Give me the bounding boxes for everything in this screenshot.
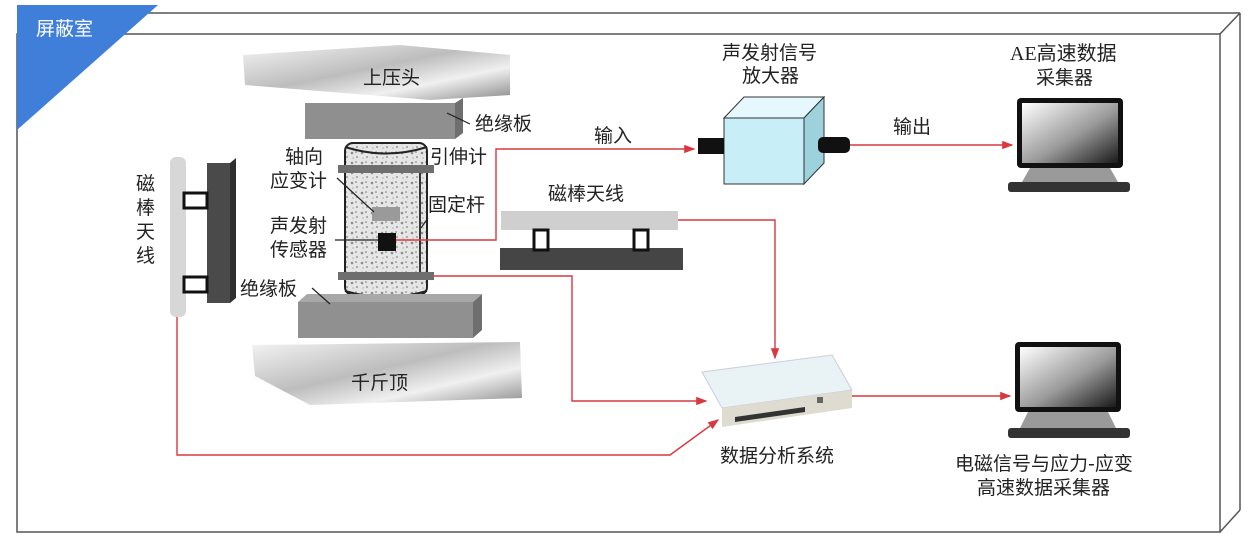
ae-daq-label-2: 采集器 xyxy=(1036,67,1093,89)
signal-wires xyxy=(176,140,1014,456)
extensometer-ring-bottom xyxy=(338,272,434,280)
bottom-insulation-plate: 绝缘板 xyxy=(240,278,482,338)
mag-antenna-left-label: 磁 棒 天 线 xyxy=(136,173,155,267)
mag-antenna-mid-label: 磁棒天线 xyxy=(548,183,624,205)
wire-left-antenna-to-analysis xyxy=(176,317,720,456)
top-insulation-plate: 绝缘板 xyxy=(305,98,532,139)
data-analysis-system: 数据分析系统 xyxy=(701,354,853,467)
em-daq-label-1: 电磁信号与应力-应变 xyxy=(955,453,1133,475)
ae-daq-label-1: AE高速数据 xyxy=(1010,42,1117,65)
mag-antenna-middle: 磁棒天线 xyxy=(500,183,683,270)
svg-text:线: 线 xyxy=(136,245,155,267)
wire-extensometer-to-analysis xyxy=(434,275,708,406)
amplifier-label-1: 声发射信号 xyxy=(722,42,817,64)
jack-label: 千斤顶 xyxy=(351,372,408,394)
ae-daq-laptop: AE高速数据 采集器 xyxy=(1008,42,1130,192)
ae-sensor-label-2: 传感器 xyxy=(270,239,327,261)
mag-antenna-left xyxy=(170,157,236,317)
insulation-bottom-label: 绝缘板 xyxy=(240,278,297,300)
svg-text:磁: 磁 xyxy=(136,173,155,195)
wire-mid-antenna-to-analysis xyxy=(678,219,780,360)
amplifier-input-port xyxy=(698,138,724,154)
amplifier-label-2: 放大器 xyxy=(742,65,799,87)
ae-amplifier: 声发射信号 放大器 xyxy=(698,42,850,186)
fixing-rod-label: 固定杆 xyxy=(428,194,485,216)
output-label: 输出 xyxy=(893,116,931,138)
extensometer-label: 引伸计 xyxy=(430,146,487,168)
svg-text:天: 天 xyxy=(136,221,155,243)
axial-strain-gauge-label-2: 应变计 xyxy=(270,170,327,192)
input-label: 输入 xyxy=(594,125,632,147)
shielded-room-label: 屏蔽室 xyxy=(36,18,93,40)
analysis-system-label: 数据分析系统 xyxy=(720,445,834,467)
upper-press-head: 上压头 xyxy=(243,45,510,100)
extensometer-ring-top xyxy=(338,165,434,173)
svg-text:棒: 棒 xyxy=(136,197,155,219)
shielded-room-tag: 屏蔽室 xyxy=(17,5,158,130)
em-daq-label-2: 高速数据采集器 xyxy=(977,477,1110,499)
axial-strain-gauge xyxy=(372,207,400,221)
em-daq-laptop: 电磁信号与应力-应变 高速数据采集器 xyxy=(955,342,1133,499)
upper-press-head-label: 上压头 xyxy=(363,67,420,89)
jack: 千斤顶 xyxy=(252,342,522,405)
amplifier-output-port xyxy=(818,137,850,153)
axial-strain-gauge-label-1: 轴向 xyxy=(285,146,323,168)
wire-ae-sensor-to-amplifier xyxy=(396,144,696,241)
insulation-top-label: 绝缘板 xyxy=(475,113,532,135)
ae-sensor xyxy=(378,233,396,251)
ae-sensor-label-1: 声发射 xyxy=(270,215,327,237)
